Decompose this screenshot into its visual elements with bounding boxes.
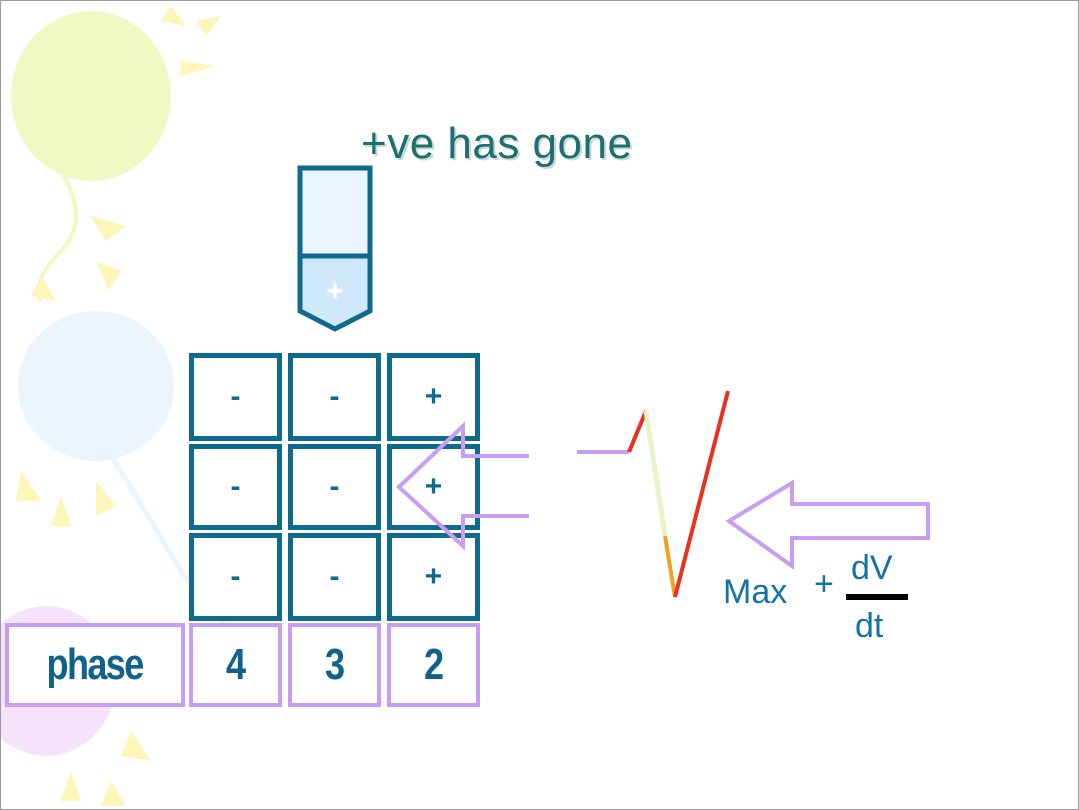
waveform-orange-segment xyxy=(663,535,677,598)
grid-cell-r2-c1: - xyxy=(189,444,282,530)
formula-max: Max xyxy=(723,573,788,611)
formula-denominator: dt xyxy=(855,607,884,645)
grid-cell-r3-c2: - xyxy=(288,533,381,621)
formula-numerator: dV xyxy=(851,549,893,587)
balloon-green xyxy=(11,11,171,181)
grid-cell-r3-c1: - xyxy=(189,533,282,621)
grid-cell-r1-c1: - xyxy=(189,353,282,441)
waveform-steep-rise xyxy=(673,390,730,598)
top-marker-plus: + xyxy=(326,275,344,308)
balloon-blue xyxy=(18,311,174,461)
phase-label-box: phase xyxy=(5,623,185,707)
top-marker-arrow xyxy=(297,253,373,332)
phase-box-4: 4 xyxy=(189,623,282,707)
phase-value-3: 3 xyxy=(325,640,345,689)
waveform-upstroke xyxy=(627,410,648,453)
fraction-bar xyxy=(846,594,908,600)
slide-title: +ve has gone xyxy=(361,119,633,168)
formula-sign: + xyxy=(814,565,834,603)
waveform-pale-segment xyxy=(643,410,668,537)
phase-value-4: 4 xyxy=(226,640,246,689)
grid-cell-r1-c3: + xyxy=(387,353,480,441)
phase-box-3: 3 xyxy=(288,623,381,707)
grid-cell-r2-c2: - xyxy=(288,444,381,530)
left-arrow-grid xyxy=(396,421,529,551)
phase-box-2: 2 xyxy=(387,623,480,707)
phase-label: phase xyxy=(46,640,145,689)
left-arrow-waveform xyxy=(725,479,930,570)
grid-cell-r1-c2: - xyxy=(288,353,381,441)
phase-value-2: 2 xyxy=(424,640,444,689)
top-marker-upper xyxy=(297,165,373,259)
